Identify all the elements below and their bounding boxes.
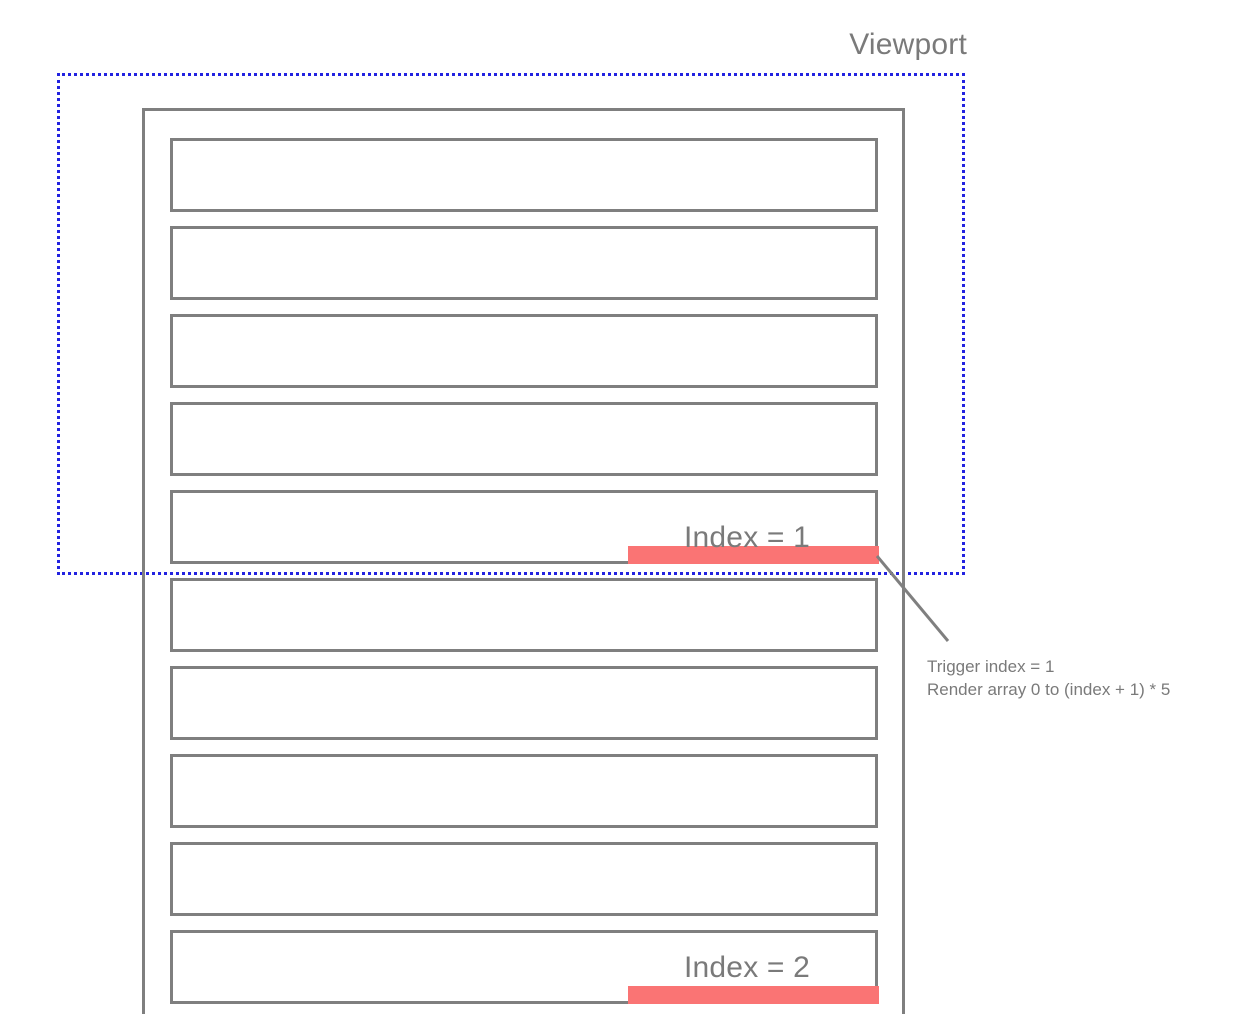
trigger-index-1-bar — [628, 546, 879, 564]
list-item[interactable] — [170, 930, 878, 1004]
viewport-label: Viewport — [849, 28, 967, 61]
trigger-index-2-bar — [628, 986, 879, 1004]
list-item[interactable] — [170, 666, 878, 740]
list-item[interactable] — [170, 226, 878, 300]
list-item[interactable] — [170, 754, 878, 828]
trigger-index-1-label: Index = 1 — [684, 521, 811, 554]
list-item[interactable] — [170, 578, 878, 652]
list-item[interactable] — [170, 138, 878, 212]
annotation-line-1: Trigger index = 1 — [927, 657, 1055, 676]
annotation-block: Trigger index = 1 Render array 0 to (ind… — [927, 655, 1170, 701]
list-item[interactable] — [170, 402, 878, 476]
list-item[interactable] — [170, 490, 878, 564]
trigger-index-2-label: Index = 2 — [684, 951, 811, 984]
list-item[interactable] — [170, 314, 878, 388]
annotation-line-2: Render array 0 to (index + 1) * 5 — [927, 680, 1171, 699]
list-item[interactable] — [170, 842, 878, 916]
